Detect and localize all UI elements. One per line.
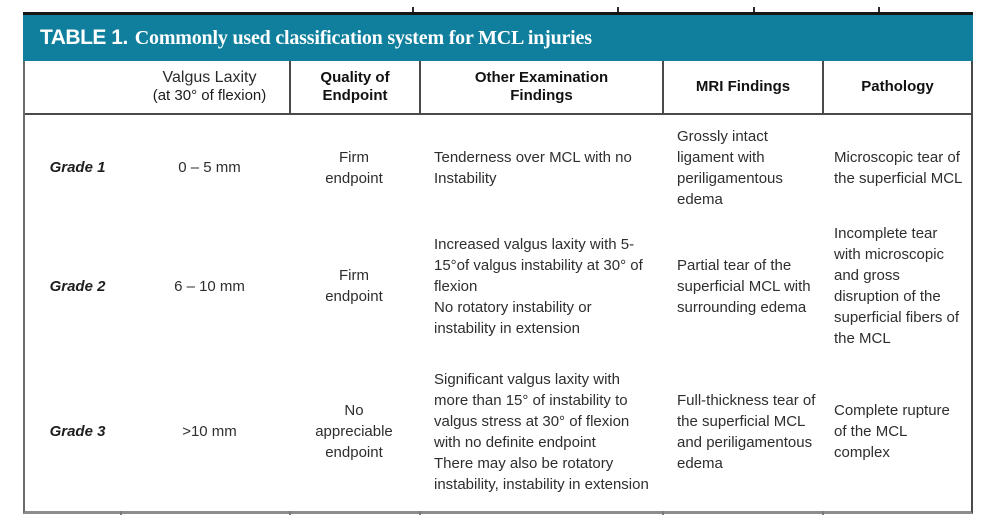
exam-paragraph: Significant valgus laxity with more than… [434, 370, 630, 451]
column-header-quality-of-endpoint: Quality of Endpoint [289, 61, 419, 115]
grade-1-label: Grade 1 [49, 159, 106, 176]
grade-3-examination-findings: Significant valgus laxity with more than… [419, 352, 662, 511]
grade-1-pathology: Microscopic tear of the superficial MCL [834, 148, 963, 187]
grade-2-examination-findings: Increased valgus laxity with 5-15°of val… [419, 220, 662, 352]
column-header-mri-findings: MRI Findings [662, 61, 822, 115]
exam-paragraph: There may also be rotatory instability, … [434, 454, 649, 493]
table-title: Commonly used classification system for … [134, 26, 592, 49]
classification-table: TABLE 1. Commonly used classification sy… [23, 7, 973, 515]
gridline-stub [617, 7, 619, 12]
grade-2-valgus-laxity: 6 – 10 mm [174, 277, 245, 295]
column-header-label: MRI Findings [695, 78, 791, 95]
grade-2-quality-of-endpoint: Firm endpoint [289, 220, 419, 352]
grade-3-label: Grade 3 [49, 423, 106, 440]
column-header-valgus-laxity: Valgus Laxity (at 30° of flexion) [25, 61, 289, 115]
column-header-label: Valgus Laxity [162, 69, 257, 86]
grade-1-valgus-laxity: 0 – 5 mm [178, 159, 241, 176]
grade-1-mri-findings: Grossly intact ligament with periligamen… [677, 127, 783, 208]
table-number: TABLE 1. [40, 26, 128, 49]
gridline-stub [419, 511, 421, 515]
cell-text: Firm endpoint [325, 267, 383, 305]
gridline-stub [878, 7, 880, 12]
grade-1-quality-of-endpoint: Firm endpoint [289, 115, 419, 220]
gridline-stub [120, 511, 122, 515]
gridline-stub [753, 7, 755, 12]
grade-1-examination-findings: Tenderness over MCL with no Instability [419, 115, 662, 220]
column-header-pathology: Pathology [822, 61, 971, 115]
gridline-stub [822, 511, 824, 515]
grade-3-pathology: Complete rupture of the MCL complex [834, 402, 950, 461]
gridline-stub [289, 511, 291, 515]
exam-paragraph: No rotatory instability or instability i… [434, 298, 592, 337]
top-rule [23, 7, 973, 15]
cell-text: Firm endpoint [325, 148, 383, 187]
column-header-sublabel: (at 30° of flexion) [152, 87, 267, 104]
exam-paragraph: Tenderness over MCL with no Instability [434, 148, 632, 187]
column-header-label: Quality of Endpoint [320, 69, 390, 104]
table-grid: Valgus Laxity (at 30° of flexion) Qualit… [23, 61, 973, 515]
grade-3-quality-of-endpoint: No appreciable endpoint [289, 352, 419, 511]
grade-3-valgus-laxity: >10 mm [182, 423, 237, 440]
table-title-bar: TABLE 1. Commonly used classification sy… [23, 15, 973, 61]
grade-3-mri-findings: Full-thickness tear of the superficial M… [677, 391, 816, 472]
gridline-stub [662, 511, 664, 515]
grade-2-mri-findings: Partial tear of the superficial MCL with… [677, 256, 811, 316]
grade-2-pathology: Incomplete tear with microscopic and gro… [834, 225, 960, 347]
column-header-label: Pathology [861, 78, 934, 95]
exam-paragraph: Increased valgus laxity with 5-15°of val… [434, 235, 643, 295]
column-header-other-examination-findings: Other Examination Findings [419, 61, 662, 115]
gridline-stub [412, 7, 414, 12]
cell-text: No appreciable endpoint [315, 402, 393, 461]
grade-2-label: Grade 2 [49, 277, 106, 295]
column-header-label: Other Examination Findings [474, 69, 609, 104]
